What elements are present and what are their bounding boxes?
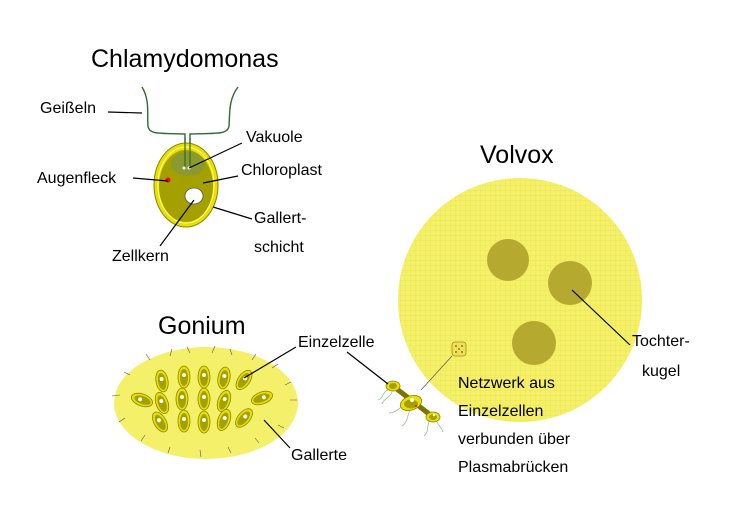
label-netzwerk-3: verbunden über <box>458 431 571 448</box>
label-netzwerk-1: Netzwerk aus <box>458 375 555 392</box>
label-netzwerk-4: Plasmabrücken <box>458 459 568 476</box>
label-augenfleck: Augenfleck <box>37 170 117 187</box>
daughter-colony <box>512 321 556 365</box>
daughter-colony <box>548 261 592 305</box>
label-gallertschicht-1: Gallert- <box>254 210 306 227</box>
eyespot <box>165 177 171 183</box>
label-gallertschicht-2: schicht <box>254 239 304 256</box>
volvox-group: Volvox Tochter- kugel <box>346 141 690 476</box>
vacuole-area <box>171 152 205 176</box>
label-vakuole: Vakuole <box>246 129 303 146</box>
label-netzwerk-2: Einzelzellen <box>458 403 543 420</box>
label-zellkern: Zellkern <box>112 248 169 265</box>
label-tochterkugel-1: Tochter- <box>632 333 690 350</box>
cell-network <box>346 341 467 437</box>
label-geisseln: Geißeln <box>40 100 96 117</box>
label-einzelzelle: Einzelzelle <box>298 334 375 351</box>
gonium-group: Gonium Einzelzelle Gallerte <box>111 312 375 464</box>
label-chloroplast: Chloroplast <box>241 162 322 179</box>
volvox-title: Volvox <box>480 141 554 169</box>
label-gallerte: Gallerte <box>291 447 347 464</box>
flagella <box>141 86 239 150</box>
chlamydomonas-group: Chlamydomonas Geißeln Vakuole Chloroplas… <box>37 45 322 265</box>
chlamydomonas-title: Chlamydomonas <box>91 45 279 73</box>
gonium-title: Gonium <box>158 312 246 340</box>
label-tochterkugel-2: kugel <box>642 363 680 380</box>
nucleus <box>184 187 204 205</box>
daughter-colony <box>487 239 529 281</box>
